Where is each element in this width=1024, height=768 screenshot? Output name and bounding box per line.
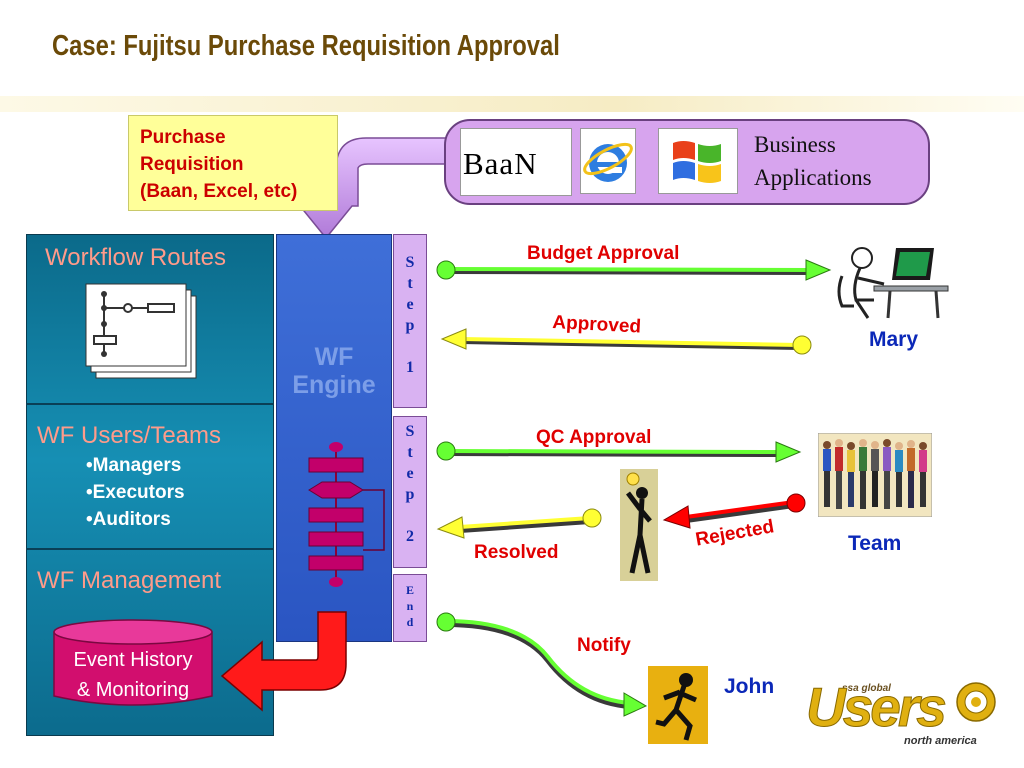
budget-approval-label: Budget Approval [527,243,680,264]
wf-engine-label: WF Engine [292,343,376,399]
business-applications-label: Business Applications [754,132,872,190]
bullet-auditors: •Auditors [86,509,171,530]
notify-arrow [436,612,648,717]
team-label: Team [848,532,902,555]
workflow-routes-label: Workflow Routes [45,244,226,271]
baan-logo [460,128,572,196]
rejected-arrow [662,493,806,529]
mary-label: Mary [869,328,919,351]
qc-approval-arrow [436,441,802,463]
step-1-box [393,234,427,408]
purchase-requisition-label: Purchase Requisition (Baan, Excel, etc) [140,127,298,202]
step-2-label: S t e p 2 [405,423,415,545]
event-history-cylinder [53,619,213,706]
idea-person-icon [620,469,658,581]
approved-label: Approved [551,312,642,338]
slide-title: Case: Fujitsu Purchase Requisition Appro… [52,30,560,62]
windows-logo-icon [658,128,738,194]
john-running-icon [648,666,708,744]
step-1-label: S t e p 1 [405,254,415,376]
ssa-global-logo-text: ssa global [842,683,891,694]
end-label: E n d [405,583,414,629]
monitoring-return-arrow [220,611,347,712]
workflow-routes-icon [85,283,197,379]
users-logo-text: Users [806,676,948,739]
section-divider [26,403,274,405]
event-history-label: Event History & Monitoring [73,649,193,701]
wf-engine-panel [276,234,392,642]
purchase-requisition-box [128,115,338,211]
wf-users-teams-label: WF Users/Teams [37,422,222,449]
resolved-label: Resolved [474,542,559,563]
mary-computer-icon [837,247,949,319]
internet-explorer-icon [580,128,636,194]
budget-approval-arrow [436,259,832,281]
baan-logo-text: BaaN [463,146,538,181]
wf-management-label: WF Management [37,567,222,594]
users-logo-swirl-icon [956,682,996,722]
team-group-icon [818,433,932,517]
qc-approval-label: QC Approval [536,427,652,448]
header-band [0,96,1024,112]
section-divider [26,548,274,550]
john-name-box [710,669,796,705]
north-america-logo-text: north america [904,735,977,747]
step-2-box [393,416,427,568]
resolved-arrow [436,508,602,539]
process-flow-icon [308,442,385,587]
bullet-managers: •Managers [86,455,182,476]
john-label: John [724,675,775,698]
notify-label: Notify [577,635,631,656]
end-box [393,574,427,642]
approved-arrow [440,328,812,355]
bullet-executors: •Executors [86,482,185,503]
